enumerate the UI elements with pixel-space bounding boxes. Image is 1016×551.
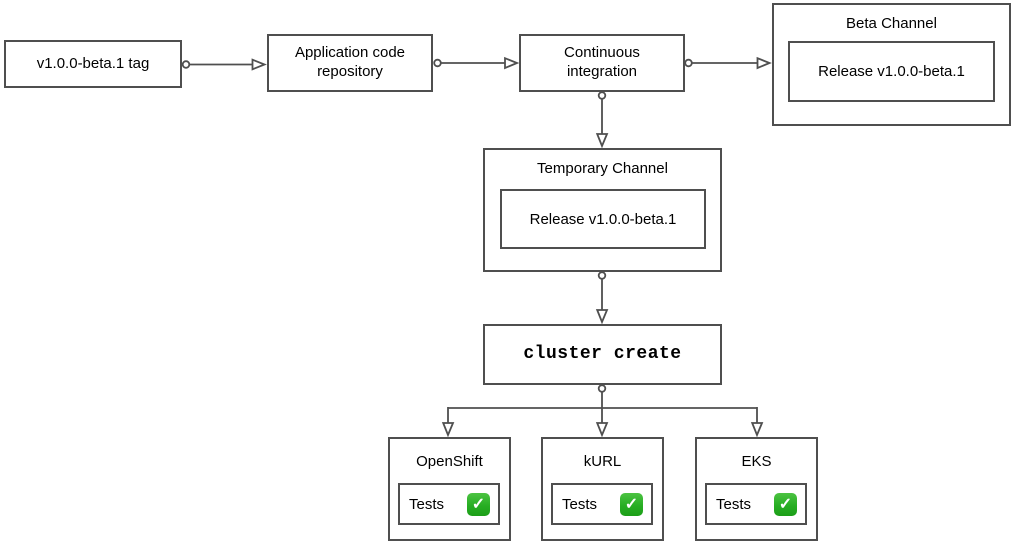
- connector-cluster-create-to-distributions: [441, 384, 764, 438]
- check-mark-icon: ✓: [467, 492, 490, 516]
- openshift-tests-label: Tests: [409, 495, 445, 513]
- node-cluster-create: cluster create: [483, 324, 722, 385]
- version-tag-label: v1.0.0-beta.1 tag: [36, 54, 150, 72]
- node-openshift: OpenShift Tests ✓: [388, 437, 511, 541]
- node-eks: EKS Tests ✓: [695, 437, 818, 541]
- node-continuous-integration: Continuous integration: [519, 34, 685, 92]
- node-beta-channel: Beta Channel Release v1.0.0-beta.1: [772, 3, 1011, 126]
- connector-repo-to-ci: [433, 56, 520, 70]
- beta-channel-release-box: Release v1.0.0-beta.1: [788, 41, 995, 102]
- node-version-tag: v1.0.0-beta.1 tag: [4, 40, 182, 88]
- temporary-channel-release-box: Release v1.0.0-beta.1: [500, 189, 706, 249]
- temporary-channel-title: Temporary Channel: [537, 160, 668, 177]
- node-application-code-repository: Application code repository: [267, 34, 433, 92]
- kurl-tests-label: Tests: [562, 495, 598, 513]
- connector-temporary-to-cluster-create: [595, 271, 609, 325]
- check-mark-icon: ✓: [620, 492, 643, 516]
- check-mark-icon: ✓: [774, 492, 797, 516]
- eks-title: EKS: [741, 453, 772, 470]
- beta-channel-title: Beta Channel: [846, 15, 937, 32]
- node-kurl: kURL Tests ✓: [541, 437, 664, 541]
- kurl-title: kURL: [583, 453, 622, 470]
- eks-tests-box: Tests ✓: [705, 483, 807, 525]
- cluster-create-label: cluster create: [523, 344, 682, 365]
- openshift-title: OpenShift: [416, 453, 483, 470]
- openshift-tests-box: Tests ✓: [398, 483, 500, 525]
- temporary-channel-release-label: Release v1.0.0-beta.1: [529, 210, 677, 228]
- connector-ci-to-beta: [684, 56, 772, 70]
- node-temporary-channel: Temporary Channel Release v1.0.0-beta.1: [483, 148, 722, 272]
- eks-tests-label: Tests: [716, 495, 752, 513]
- continuous-integration-label: Continuous integration: [564, 44, 640, 80]
- application-code-repository-label: Application code repository: [294, 44, 406, 80]
- connector-tag-to-repo: [181, 58, 267, 71]
- connector-ci-to-temporary: [595, 91, 609, 149]
- beta-channel-release-label: Release v1.0.0-beta.1: [818, 63, 965, 80]
- kurl-tests-box: Tests ✓: [551, 483, 653, 525]
